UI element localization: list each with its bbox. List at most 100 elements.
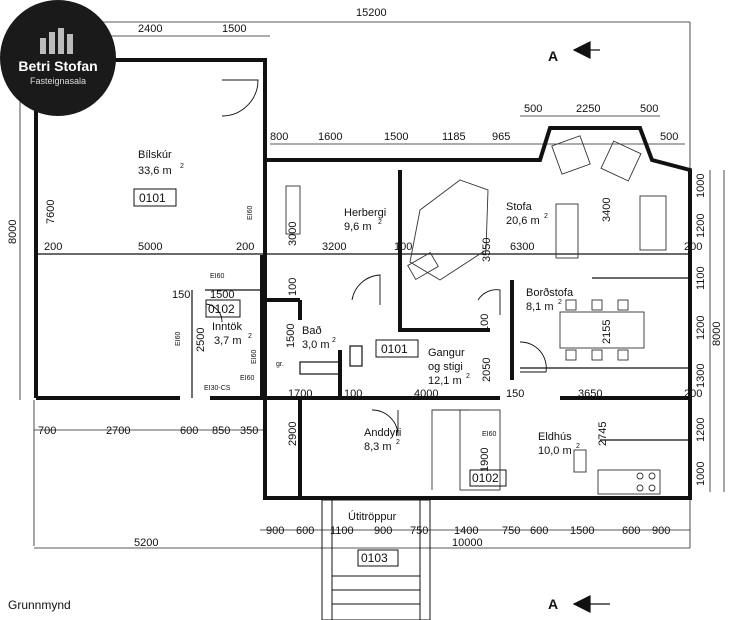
dim-bottom: 750 — [502, 525, 520, 537]
room-name-gangur-2: og stigi — [428, 361, 463, 373]
room-name-bilskur: Bílskúr — [138, 149, 172, 161]
dim-right: 1200 — [695, 214, 707, 238]
dim-bottom: 900 — [652, 525, 670, 537]
room-name-bad: Bað — [302, 325, 322, 337]
svg-text:2: 2 — [332, 337, 336, 344]
dim-top: 965 — [492, 131, 510, 143]
dim-bottom: 2700 — [106, 425, 130, 437]
dim-right: 1200 — [695, 316, 707, 340]
section-marker — [572, 41, 610, 613]
dimension-lines — [19, 21, 725, 549]
room-name-gangur: Gangur — [428, 347, 465, 359]
dim-bottom: 750 — [410, 525, 428, 537]
dim-mid: 3650 — [578, 388, 602, 400]
dim-mid: 200 — [684, 388, 702, 400]
section-label-a: A — [548, 596, 559, 612]
dim-mid: 200 — [44, 241, 62, 253]
dim-mid: 200 — [684, 241, 702, 253]
dim-bottom: 350 — [240, 425, 258, 437]
walls — [34, 58, 692, 500]
dim-right: 1000 — [695, 462, 707, 486]
dim-left: 8000 — [7, 220, 19, 244]
dim-mid: 5000 — [138, 241, 162, 253]
desk — [285, 185, 301, 235]
dim-mid: 2050 — [481, 358, 493, 382]
interior-lines — [36, 253, 690, 441]
stair — [459, 409, 501, 491]
dim-top: 800 — [270, 131, 288, 143]
dim-mid: 150 — [172, 289, 190, 301]
dim-bottom-total: 5200 — [134, 537, 158, 549]
room-area-stofa: 20,6 m — [506, 215, 540, 227]
room-area-inntok: 3,7 m — [214, 335, 242, 347]
svg-text:2: 2 — [466, 373, 470, 380]
dim-bottom: 600 — [530, 525, 548, 537]
dim-mid: 100 — [479, 314, 491, 332]
dim-mid: 3000 — [287, 222, 299, 246]
room-area-bad: 3,0 m — [302, 339, 330, 351]
dim-right-total: 8000 — [711, 322, 723, 346]
sofa-right — [639, 195, 667, 251]
doors — [205, 79, 547, 437]
room-code-utitroppur: 0103 — [361, 551, 388, 565]
dim-mid: 150 — [506, 388, 524, 400]
room-name-eldhus: Eldhús — [538, 431, 572, 443]
dim-bottom: 600 — [180, 425, 198, 437]
dim-top: 500 — [660, 131, 678, 143]
dim-top: 1500 — [384, 131, 408, 143]
dim-bottom: 850 — [212, 425, 230, 437]
room-name-herbergi: Herbergi — [344, 207, 386, 219]
brand-tagline: Fasteignasala — [29, 76, 87, 86]
dim-bottom: 600 — [296, 525, 314, 537]
dim-mid: 2745 — [597, 422, 609, 446]
room-area-gangur: 12,1 m — [428, 375, 462, 387]
dim-bottom: 700 — [38, 425, 56, 437]
dim-left: 7600 — [45, 200, 57, 224]
svg-text:2: 2 — [396, 439, 400, 446]
svg-text:2: 2 — [378, 219, 382, 226]
section-label-a: A — [548, 48, 559, 64]
room-area-herbergi: 9,6 m — [344, 221, 372, 233]
dim-top: 2250 — [576, 103, 600, 115]
brand-logo: Betri Stofan Fasteignasala — [0, 0, 116, 116]
dim-mid: 2500 — [195, 328, 207, 352]
dim-mid: 2155 — [601, 320, 613, 344]
dim-mid: 100 — [394, 241, 412, 253]
fire-label: EI60 — [240, 375, 255, 382]
door-arc — [221, 79, 259, 117]
dim-mid: 100 — [287, 278, 299, 296]
dim-mid: 3550 — [481, 238, 493, 262]
dim-bottom-total: 10000 — [452, 537, 483, 549]
room-code-stair: 0102 — [472, 471, 499, 485]
room-name-utitroppur: Útitröppur — [348, 510, 397, 523]
fire-label: EI60 — [247, 205, 254, 220]
room-area-bordstofa: 8,1 m — [526, 301, 554, 313]
dim-top: 2400 — [138, 23, 162, 35]
furniture — [285, 135, 667, 495]
dim-right: 1100 — [695, 266, 707, 290]
dim-mid: 200 — [236, 241, 254, 253]
dim-right: 1300 — [695, 364, 707, 388]
building-icon — [40, 28, 73, 54]
dim-mid: 2900 — [287, 422, 299, 446]
armchair-right — [600, 140, 642, 182]
dim-top: 1185 — [442, 131, 466, 143]
dim-mid: 3400 — [601, 198, 613, 222]
svg-text:2: 2 — [248, 333, 252, 340]
dim-right: 1000 — [695, 174, 707, 198]
room-code-gangur: 0101 — [381, 342, 408, 356]
room-name-inntok: Inntök — [212, 321, 242, 333]
gr-label: gr. — [276, 361, 284, 368]
room-area-bilskur: 33,6 m — [138, 165, 172, 177]
sofa — [555, 203, 579, 259]
piano-bench — [407, 251, 439, 281]
brand-name: Betri Stofan — [18, 58, 98, 74]
sink — [573, 449, 587, 473]
dim-bottom: 600 — [622, 525, 640, 537]
dim-bottom: 1500 — [570, 525, 594, 537]
room-name-stofa: Stofa — [506, 201, 533, 213]
fire-label: EI30-CS — [204, 385, 231, 392]
plan-caption: Grunnmynd — [8, 598, 71, 612]
dim-mid: 6300 — [510, 241, 534, 253]
dim-bottom: 1400 — [454, 525, 478, 537]
